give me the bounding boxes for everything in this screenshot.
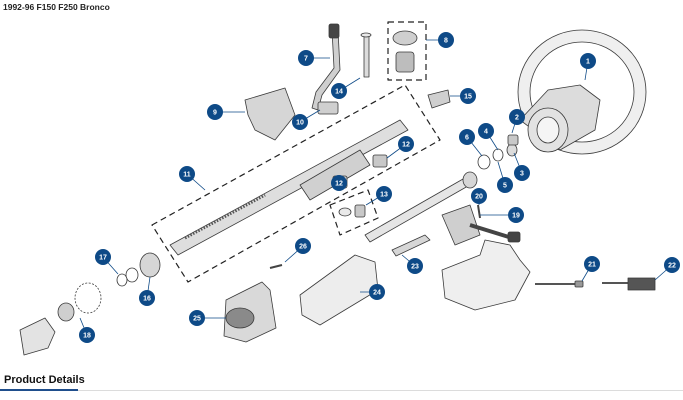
svg-text:1: 1 (586, 59, 590, 66)
svg-text:7: 7 (304, 56, 308, 63)
callout-1[interactable]: 1 (580, 53, 596, 69)
svg-text:11: 11 (183, 172, 191, 179)
column-shaft (169, 119, 409, 256)
callout-14[interactable]: 14 (331, 83, 347, 99)
svg-text:15: 15 (464, 94, 472, 101)
svg-text:26: 26 (299, 244, 307, 251)
svg-text:6: 6 (465, 135, 469, 142)
callout-19[interactable]: 19 (508, 207, 524, 223)
section-heading-underline (0, 389, 78, 391)
callout-7[interactable]: 7 (298, 50, 314, 66)
callout-9[interactable]: 9 (207, 104, 223, 120)
callout-5[interactable]: 5 (497, 177, 513, 193)
svg-text:23: 23 (411, 264, 419, 271)
callout-13[interactable]: 13 (376, 186, 392, 202)
section-divider (0, 390, 683, 391)
svg-text:5: 5 (503, 183, 507, 190)
svg-text:25: 25 (193, 316, 201, 323)
callout-11[interactable]: 11 (179, 166, 195, 182)
svg-text:18: 18 (83, 333, 91, 340)
svg-text:12: 12 (335, 181, 343, 188)
lower-trim-panel (299, 254, 379, 326)
steering-column-exploded-diagram: 1 2 3 4 5 6 7 8 9 10 11 12 12 13 14 15 1… (19, 21, 680, 356)
callout-23[interactable]: 23 (407, 258, 423, 274)
svg-text:20: 20 (475, 194, 483, 201)
callout-12-lower[interactable]: 12 (331, 175, 347, 191)
callout-17[interactable]: 17 (95, 249, 111, 265)
callout-2[interactable]: 2 (509, 109, 525, 125)
callout-20[interactable]: 20 (471, 188, 487, 204)
svg-text:3: 3 (520, 171, 524, 178)
callout-24[interactable]: 24 (369, 284, 385, 300)
svg-text:14: 14 (335, 89, 343, 96)
callout-4[interactable]: 4 (478, 123, 494, 139)
callout-12-upper[interactable]: 12 (398, 136, 414, 152)
svg-text:22: 22 (668, 263, 676, 270)
column-shroud (441, 239, 531, 311)
svg-text:12: 12 (402, 142, 410, 149)
callout-26[interactable]: 26 (295, 238, 311, 254)
svg-text:10: 10 (296, 120, 304, 127)
callout-3[interactable]: 3 (514, 165, 530, 181)
callout-8[interactable]: 8 (438, 32, 454, 48)
svg-text:8: 8 (444, 38, 448, 45)
callout-18[interactable]: 18 (79, 327, 95, 343)
column-bracket (244, 87, 296, 141)
steering-wheel (517, 29, 647, 155)
callout-25[interactable]: 25 (189, 310, 205, 326)
svg-text:16: 16 (143, 296, 151, 303)
svg-text:2: 2 (515, 115, 519, 122)
svg-text:9: 9 (213, 110, 217, 117)
svg-text:24: 24 (373, 290, 381, 297)
diagram-title: 1992-96 F150 F250 Bronco (3, 2, 110, 12)
bracket-group-box-13 (329, 189, 379, 236)
turn-signal-switch (441, 204, 481, 246)
pivot-pin (363, 34, 370, 78)
assembly-group-box-11 (151, 84, 441, 283)
callout-10[interactable]: 10 (292, 114, 308, 130)
svg-text:13: 13 (380, 192, 388, 199)
callout-6[interactable]: 6 (459, 129, 475, 145)
callout-22[interactable]: 22 (664, 257, 680, 273)
svg-text:4: 4 (484, 129, 488, 136)
product-details-heading: Product Details (4, 374, 85, 386)
u-joint (19, 317, 56, 356)
svg-text:17: 17 (99, 255, 107, 262)
svg-text:19: 19 (512, 213, 520, 220)
svg-text:21: 21 (588, 262, 596, 269)
callout-16[interactable]: 16 (139, 290, 155, 306)
ignition-group-box-8 (387, 21, 427, 81)
callout-21[interactable]: 21 (584, 256, 600, 272)
callout-15[interactable]: 15 (460, 88, 476, 104)
